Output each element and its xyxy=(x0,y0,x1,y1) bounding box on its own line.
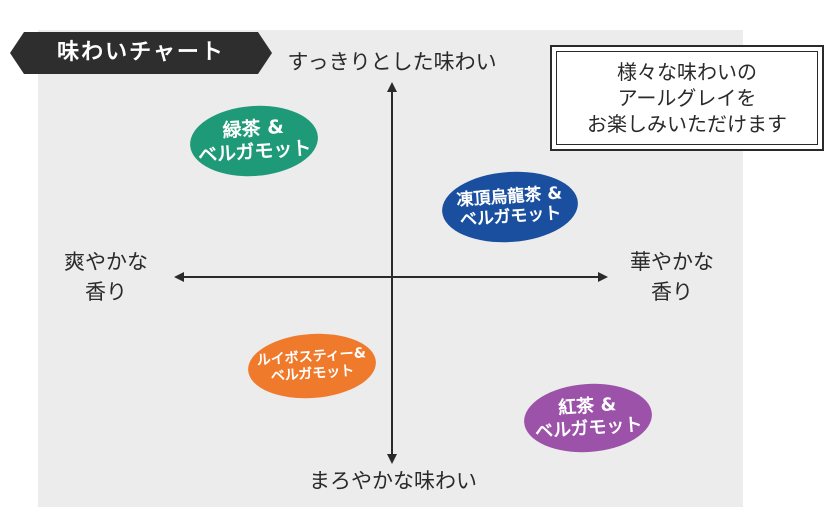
tea-green-line-2: ベルガモット xyxy=(197,137,313,167)
note-line-2: アールグレイを xyxy=(617,86,757,110)
note-box-inner: 様々な味わいの アールグレイを お楽しみいただけます xyxy=(556,51,818,145)
axis-label-right-line-1: 華やかな xyxy=(630,250,714,274)
chart-title: 味わいチャート xyxy=(57,40,225,65)
note-line-1: 様々な味わいの xyxy=(617,60,757,84)
axis-label-right-line-2: 香り xyxy=(651,280,693,305)
axis-label-right: 華やかな 香り xyxy=(618,247,726,308)
axis-label-left-line-1: 爽やかな xyxy=(64,250,148,274)
note-line-3: お楽しみいただけます xyxy=(587,112,787,136)
note-box: 様々な味わいの アールグレイを お楽しみいただけます xyxy=(550,45,824,151)
axis-label-left: 爽やかな 香り xyxy=(52,247,160,308)
axis-label-top: すっきりとした味わい xyxy=(287,50,497,74)
chart-title-tag: 味わいチャート xyxy=(10,32,272,74)
axis-label-left-line-2: 香り xyxy=(85,280,127,305)
axis-label-bottom: まろやかな味わい xyxy=(309,469,477,493)
tea-black-line-2: ベルガモット xyxy=(534,414,644,443)
